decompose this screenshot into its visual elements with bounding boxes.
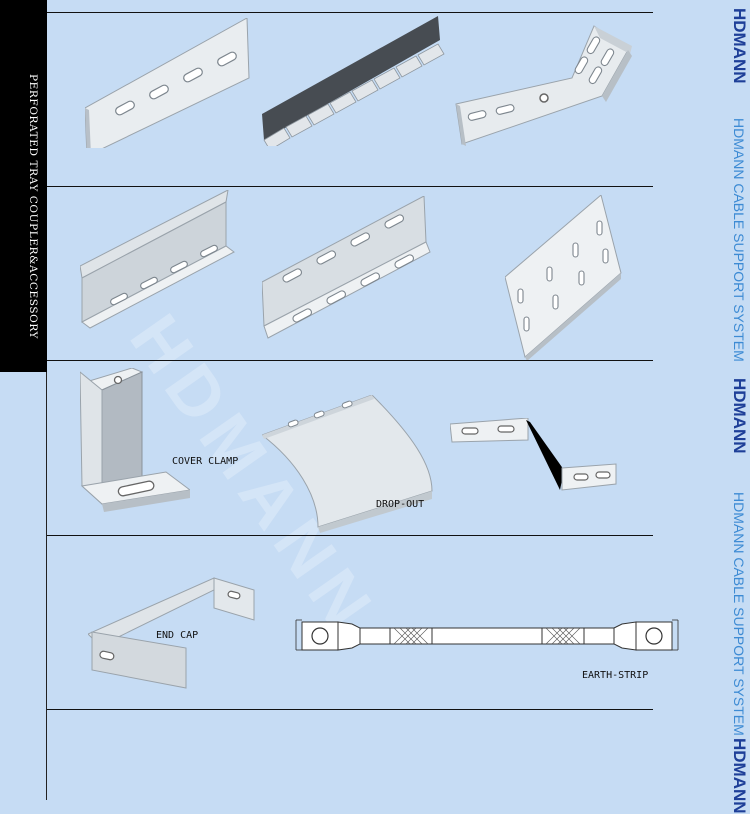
sidebar-lower-panel bbox=[0, 372, 47, 800]
earth-strip-image bbox=[295, 619, 679, 651]
brand-logo: HDMANN bbox=[730, 378, 749, 454]
brand-tagline: HDMANN CABLE SUPPORT SYSTEM bbox=[731, 492, 747, 736]
end-cap-label: END CAP bbox=[156, 630, 199, 641]
drop-out-label: DROP-OUT bbox=[376, 499, 425, 510]
row-divider bbox=[47, 186, 653, 187]
sidebar-title: PERFORATED TRAY COUPLER&ACCESSORY bbox=[27, 74, 39, 340]
row-divider bbox=[47, 709, 653, 710]
toothed-splice-plate-image bbox=[262, 16, 445, 146]
row-divider bbox=[47, 535, 653, 536]
row-divider bbox=[47, 360, 653, 361]
end-cap-image bbox=[88, 577, 255, 689]
earth-strip-label: EARTH-STRIP bbox=[582, 670, 649, 681]
flat-plate-coupler-image bbox=[505, 195, 622, 360]
brand-logo: HDMANN bbox=[730, 8, 749, 84]
angled-splice-plate-image bbox=[455, 25, 632, 146]
brand-strip: HDMANN HDMANN CABLE SUPPORT SYSTEM HDMAN… bbox=[728, 0, 750, 814]
angle-coupler-image bbox=[262, 196, 431, 339]
cover-clamp-image bbox=[80, 368, 190, 512]
cover-clamp-label: COVER CLAMP bbox=[172, 456, 239, 467]
brand-logo: HDMANN bbox=[730, 738, 749, 814]
drop-out-image bbox=[262, 395, 433, 533]
brand-tagline: HDMANN CABLE SUPPORT SYSTEM bbox=[731, 118, 747, 362]
angle-coupler-with-lip-image bbox=[80, 190, 235, 329]
row-divider bbox=[47, 12, 653, 13]
flat-splice-plate-image bbox=[85, 18, 250, 148]
offset-bracket-image bbox=[450, 418, 617, 491]
